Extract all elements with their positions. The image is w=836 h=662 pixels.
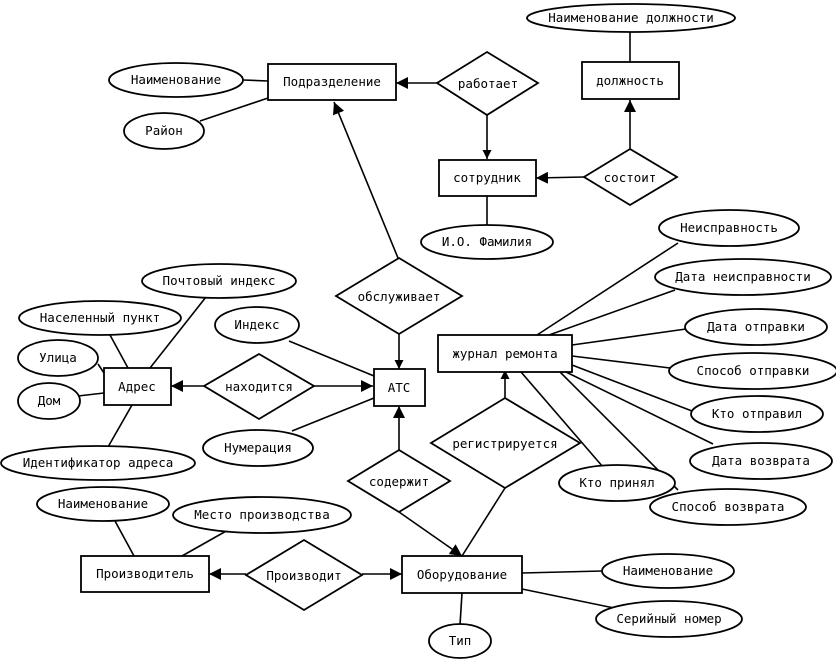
attr-label: Дом [38,393,61,408]
attr-dom: Дом [17,382,81,420]
entity-adres: Адрес [103,367,172,406]
entity-label: должность [596,73,664,88]
attr-label: Индекс [234,317,279,332]
entity-dolzhnost: должность [581,61,680,100]
attr-label: И.О. Фамилия [442,234,532,249]
entity-sotrudnik: сотрудник [438,159,537,197]
attr-label: Неисправность [680,220,778,235]
attr-sposob-vozvrata: Способ возврата [649,488,807,526]
entity-label: сотрудник [453,170,521,185]
relationship-label: работает [458,76,518,91]
relationship-label: обслуживает [358,289,441,304]
attr-neispravnost: Неисправность [658,209,800,247]
attr-label: Наименование [131,72,221,87]
relationship-registriruetsya: регистрируется [429,396,582,490]
entity-label: Производитель [96,566,194,581]
attr-label: Дата возврата [712,453,810,468]
attr-rayon: Район [123,112,205,150]
attr-label: Кто отправил [712,406,802,421]
attr-naim-oborudovaniya: Наименование [601,553,735,589]
attr-label: Дата неисправности [675,269,810,284]
relationship-nahoditsya: находится [202,352,316,421]
attr-indeks: Индекс [214,306,300,344]
relationship-label: Производит [266,568,341,583]
relationship-rabotaet: работает [435,50,540,117]
relationship-label: регистрируется [452,436,557,451]
relationship-label: находится [225,379,293,394]
attr-sposob-otpravki: Способ отправки [668,352,836,390]
attr-label: Способ возврата [672,499,785,514]
attr-label: Населенный пункт [40,310,160,325]
attr-label: Нумерация [224,440,292,455]
connectors [77,32,714,626]
attr-label: Место производства [194,507,329,522]
attr-label: Способ отправки [697,363,810,378]
relationship-soderzhit: содержит [346,448,452,514]
attr-naselenny-punkt: Населенный пункт [18,300,182,336]
attr-numeraciya: Нумерация [202,429,314,467]
entity-label: Оборудование [417,567,507,582]
attr-label: Наименование [623,563,713,578]
attr-label: Почтовый индекс [163,273,276,288]
entity-label: Подразделение [283,74,381,89]
attr-label: Идентификатор адреса [23,455,174,470]
relationship-proizvodit: Производит [244,538,364,612]
attr-kto-prinyal: Кто принял [558,464,676,502]
attr-kto-otpravil: Кто отправил [690,395,824,433]
attr-naim-proizvoditelya: Наименование [36,486,170,522]
attr-label: Наименование [58,496,148,511]
entity-zhurnal-remonta: журнал ремонта [437,334,573,373]
attr-label: Серийный номер [616,611,721,626]
attr-label: Улица [39,350,77,365]
attr-seriyny-nomer: Серийный номер [595,600,743,638]
attr-label: Район [145,123,183,138]
entity-proizvoditel: Производитель [80,555,210,593]
relationship-label: содержит [369,474,429,489]
attr-identifikator-adresa: Идентификатор адреса [0,445,196,481]
attr-pochtovy-indeks: Почтовый индекс [141,263,297,299]
relationship-obsluzhivaet: обслуживает [334,256,464,336]
attr-label: Кто принял [579,475,654,490]
attr-tip: Тип [428,623,492,659]
entity-oborudovanie: Оборудование [401,555,523,594]
attr-naim-podrazdeleniya: Наименование [108,62,244,98]
attr-fio: И.О. Фамилия [420,224,554,260]
attr-data-otpravki: Дата отправки [684,308,828,346]
entity-podrazdelenie: Подразделение [267,63,397,101]
attr-label: Дата отправки [707,319,805,334]
attr-data-neispravnosti: Дата неисправности [654,258,832,296]
attr-label: Наименование должности [548,10,714,25]
attr-label: Тип [449,633,472,648]
entity-label: журнал ремонта [452,346,557,361]
relationship-sostoit: состоит [582,147,679,207]
attr-ulica: Улица [17,339,99,377]
attr-naim-dolzhnosti: Наименование должности [526,3,736,33]
attr-mesto-proizvodstva: Место производства [172,496,352,534]
entity-label: АТС [388,380,411,395]
entity-ats: АТС [373,368,426,407]
attr-data-vozvrata: Дата возврата [689,442,833,480]
entity-label: Адрес [118,379,156,394]
relationship-label: состоит [604,170,657,185]
